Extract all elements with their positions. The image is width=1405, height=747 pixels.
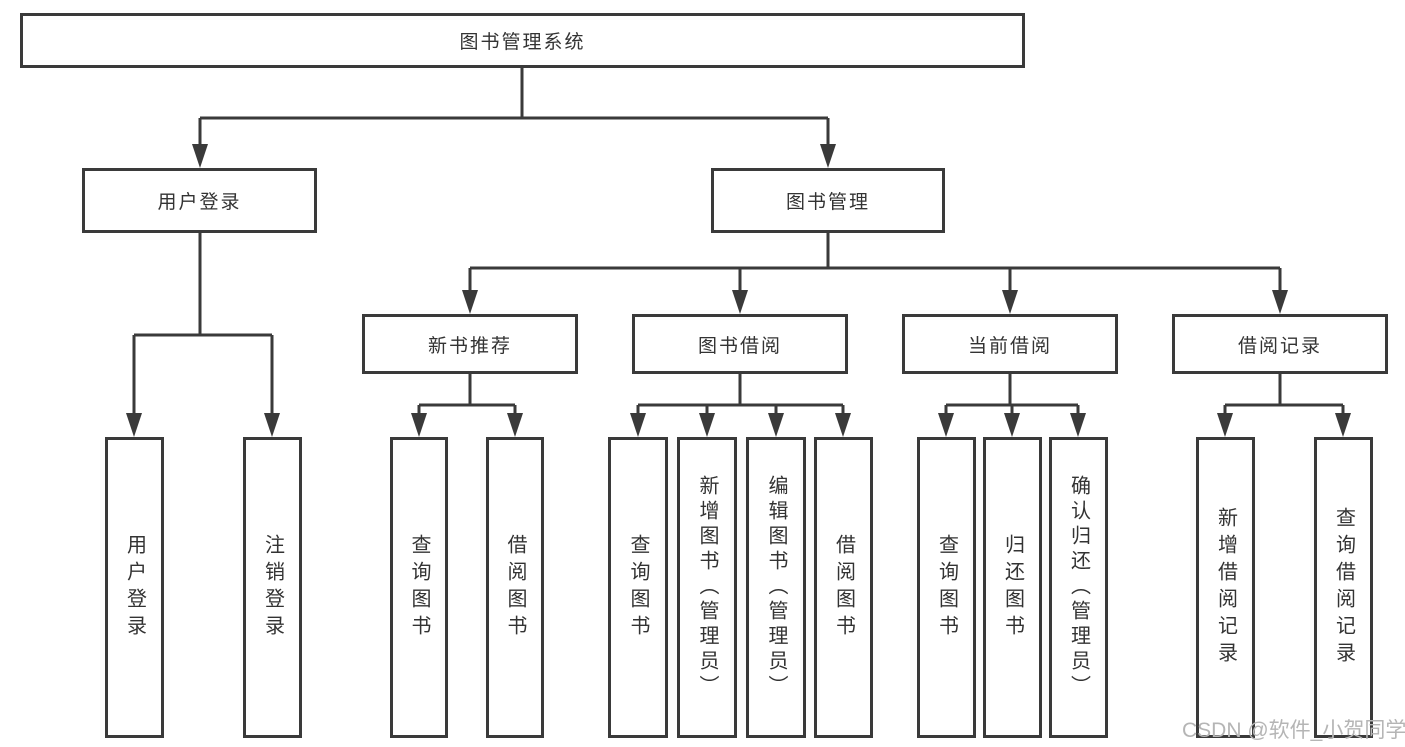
leaf-query-books-borrow: 查询图书	[608, 437, 668, 738]
leaf-user-login: 用户登录	[105, 437, 164, 738]
leaf-add-borrow-record: 新增借阅记录	[1196, 437, 1255, 738]
node-book-borrow: 图书借阅	[632, 314, 848, 374]
leaf-logout: 注销登录	[243, 437, 302, 738]
leaf-return-books: 归还图书	[983, 437, 1042, 738]
leaf-confirm-return-admin: 确认归还（管理员）	[1049, 437, 1108, 738]
leaf-query-books-recommend: 查询图书	[390, 437, 448, 738]
csdn-watermark: CSDN @软件_小贺同学	[1182, 719, 1405, 742]
leaf-borrow-books-recommend: 借阅图书	[486, 437, 544, 738]
node-current-borrow: 当前借阅	[902, 314, 1118, 374]
node-new-book-recommend: 新书推荐	[362, 314, 578, 374]
leaf-query-borrow-record: 查询借阅记录	[1314, 437, 1373, 738]
node-borrow-records: 借阅记录	[1172, 314, 1388, 374]
leaf-edit-books-admin: 编辑图书（管理员）	[746, 437, 806, 738]
leaf-borrow-books: 借阅图书	[814, 437, 873, 738]
node-book-management: 图书管理	[711, 168, 945, 233]
leaf-add-books-admin: 新增图书（管理员）	[677, 437, 737, 738]
leaf-query-books-current: 查询图书	[917, 437, 976, 738]
node-user-login: 用户登录	[82, 168, 317, 233]
node-root-system: 图书管理系统	[20, 13, 1025, 68]
